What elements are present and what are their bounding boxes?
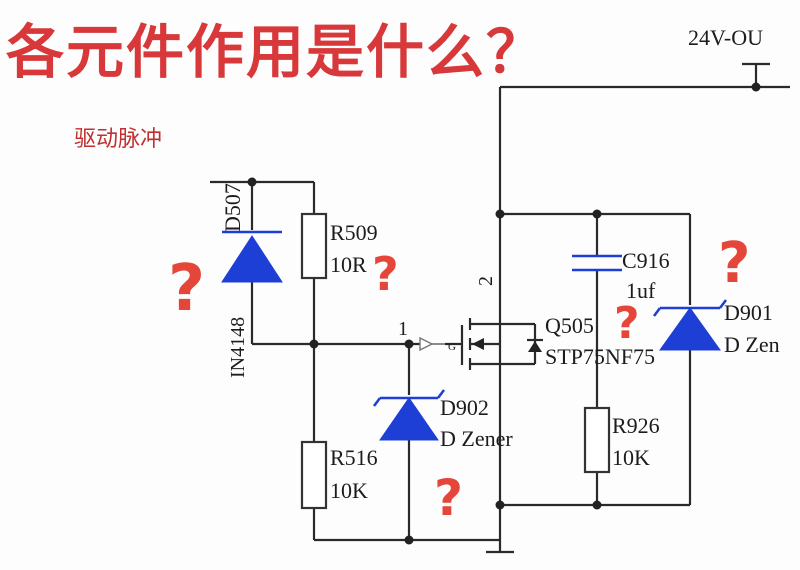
zener-d901	[652, 299, 728, 351]
resistor-r509	[300, 212, 328, 280]
c916-value: 1uf	[626, 278, 656, 303]
d507-ref: D507	[220, 183, 245, 232]
mosfet-q505	[419, 318, 543, 370]
question-mark-d507: ?	[168, 252, 205, 326]
capacitor-c916	[572, 254, 622, 272]
question-mark-q505: ?	[614, 298, 640, 349]
resistor-r926	[583, 406, 611, 474]
q505-gate: G	[448, 341, 456, 353]
c916-ref: C916	[622, 248, 670, 273]
q505-pin2: 2	[475, 276, 497, 286]
q505-pin1: 1	[398, 318, 408, 340]
title-text: 各元件作用是什么？	[6, 18, 546, 86]
zener-d902	[372, 389, 446, 441]
r509-value: 10R	[330, 252, 367, 277]
ground-symbol	[486, 540, 514, 554]
input-label: 驱动脉冲	[74, 127, 162, 152]
diode-d507	[221, 230, 283, 283]
q505-ref: Q505	[545, 313, 594, 338]
resistor-r516	[300, 440, 328, 510]
d507-part: IN4148	[227, 317, 249, 378]
r926-ref: R926	[612, 413, 660, 438]
question-mark-r509: ?	[372, 247, 399, 301]
r516-ref: R516	[330, 445, 378, 470]
supply-label: 24V-OU	[688, 25, 763, 50]
r516-value: 10K	[330, 478, 368, 503]
d901-part: D Zen	[724, 332, 780, 357]
r509-ref: R509	[330, 220, 378, 245]
question-mark-d901: ?	[718, 231, 750, 296]
r926-value: 10K	[612, 445, 650, 470]
d902-ref: D902	[440, 395, 489, 420]
q505-part: STP75NF75	[545, 344, 655, 369]
question-mark-d902: ?	[434, 469, 463, 527]
junction-dots	[247, 82, 761, 545]
d902-part: D Zener	[440, 426, 513, 451]
d901-ref: D901	[724, 300, 773, 325]
